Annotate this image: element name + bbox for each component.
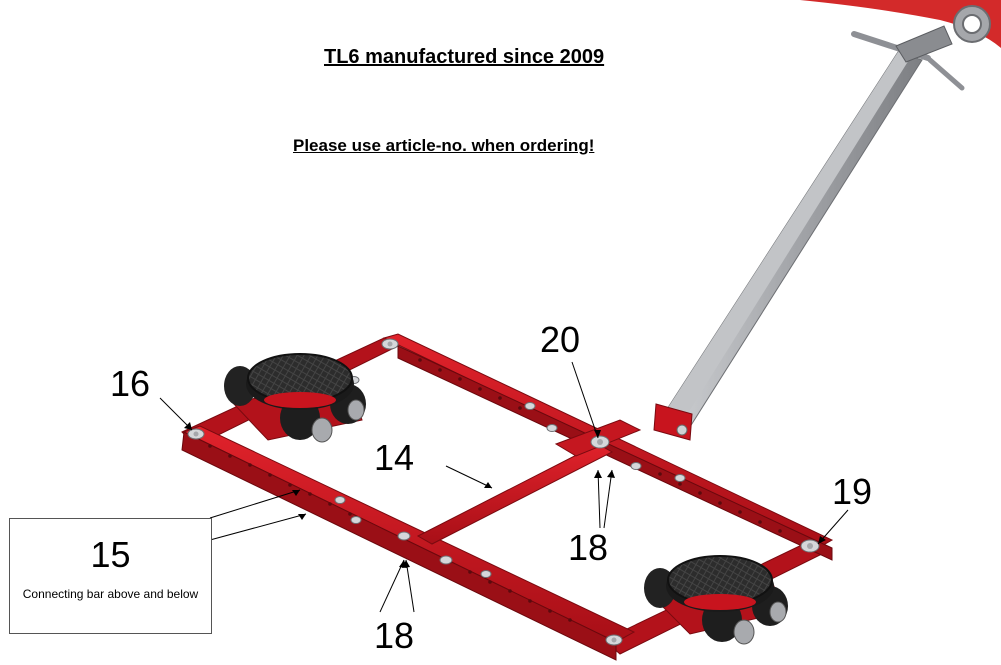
leader-20 (571, 361, 599, 439)
roller-skate-left (224, 353, 366, 443)
note-number: 15 (90, 534, 131, 575)
note-text: Connecting bar above and below (22, 587, 199, 601)
roller-skate-right (644, 555, 788, 645)
leader-18-front-b (405, 559, 415, 613)
leader-16 (159, 397, 193, 431)
callout-18-front: 18 (374, 615, 415, 656)
leader-15b (209, 513, 307, 541)
leader-lines (159, 361, 849, 613)
ordering-note-heading: Please use article-no. when ordering! (293, 136, 595, 155)
leader-18-front-a (379, 559, 405, 613)
callout-16: 16 (110, 363, 151, 404)
handle-ring-icon (953, 5, 991, 43)
callout-14: 14 (374, 437, 415, 478)
leader-14 (445, 465, 493, 489)
callout-20: 20 (540, 319, 581, 360)
arrow-heads (184, 422, 826, 568)
manufactured-heading: TL6 manufactured since 2009 (324, 46, 605, 68)
handle (653, 5, 991, 441)
leader-18-center-b (603, 469, 613, 529)
callout-19: 19 (832, 471, 873, 512)
leader-18-center-a (597, 469, 601, 529)
leader-15a (209, 489, 301, 519)
top-right-red-corner (800, 0, 1001, 48)
callout-18-center: 18 (568, 527, 609, 568)
connecting-bar-note-box: 15 Connecting bar above and below (9, 518, 212, 634)
